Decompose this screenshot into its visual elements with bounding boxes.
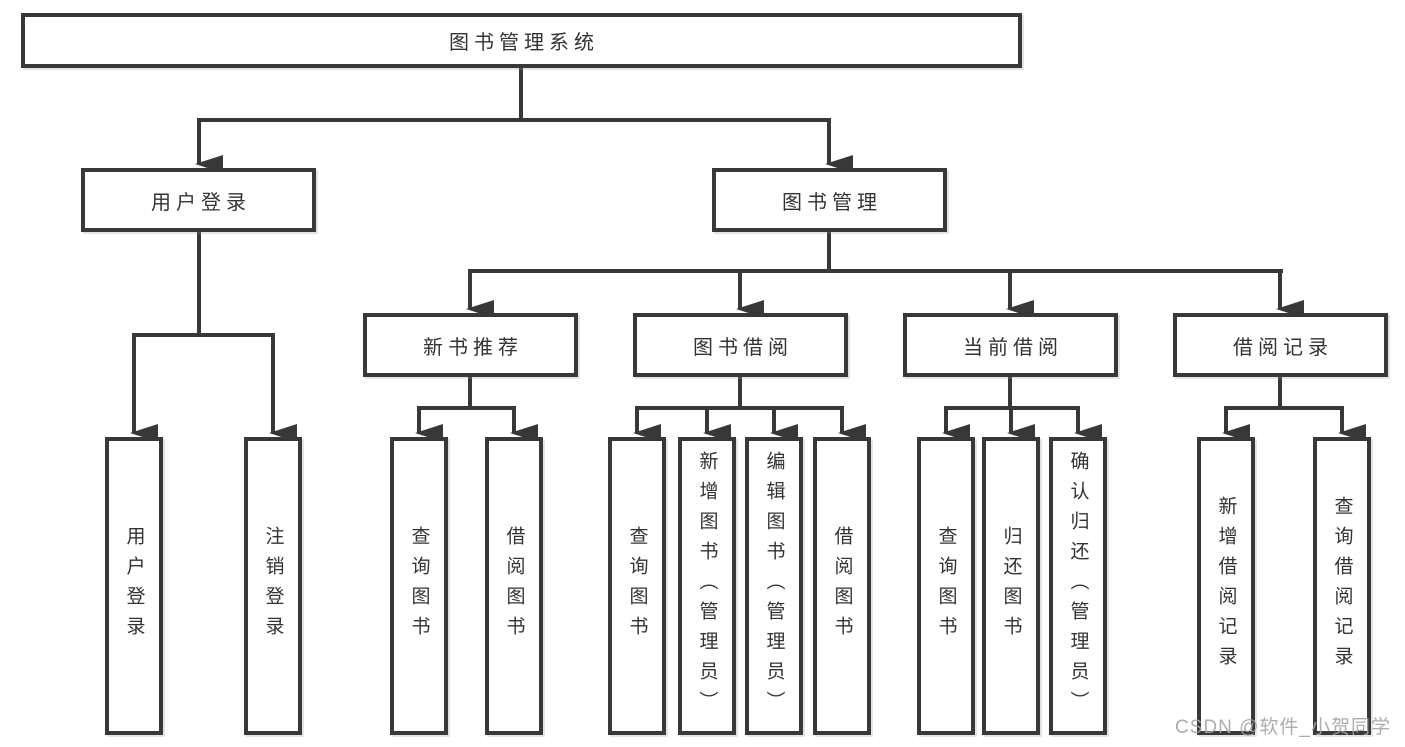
node-label: 用户登录	[151, 191, 251, 214]
node-label: 图书管理系统	[449, 32, 599, 54]
node-label: 新增借阅记录	[1215, 496, 1237, 676]
node-book-management: 图书管理	[712, 168, 947, 232]
node-label: 查询借阅记录	[1331, 496, 1353, 676]
node-label: 新书推荐	[423, 336, 523, 359]
leaf-query-books: 查询图书	[608, 437, 666, 735]
node-label: 新增图书（管理员）	[696, 451, 718, 721]
node-label: 图书管理	[782, 191, 882, 214]
node-label: 借阅图书	[831, 526, 853, 646]
node-new-book-recommend: 新书推荐	[363, 313, 578, 377]
node-label: 编辑图书（管理员）	[763, 451, 785, 721]
leaf-borrow-books: 借阅图书	[485, 437, 543, 735]
node-borrow-records: 借阅记录	[1173, 313, 1388, 377]
node-label: 当前借阅	[963, 336, 1063, 359]
node-label: 图书借阅	[693, 336, 793, 359]
leaf-query-borrow-record: 查询借阅记录	[1313, 437, 1371, 735]
node-label: 查询图书	[408, 526, 430, 646]
node-label: 借阅图书	[503, 526, 525, 646]
node-label: 借阅记录	[1233, 336, 1333, 359]
leaf-query-books: 查询图书	[390, 437, 448, 735]
node-label: 确认归还（管理员）	[1067, 451, 1089, 721]
leaf-confirm-return-admin: 确认归还（管理员）	[1049, 437, 1107, 735]
node-label: 查询图书	[935, 526, 957, 646]
leaf-add-books-admin: 新增图书（管理员）	[678, 437, 736, 735]
leaf-add-borrow-record: 新增借阅记录	[1197, 437, 1255, 735]
leaf-edit-books-admin: 编辑图书（管理员）	[745, 437, 803, 735]
leaf-logout: 注销登录	[244, 437, 302, 735]
leaf-return-books: 归还图书	[982, 437, 1040, 735]
node-label: 查询图书	[626, 526, 648, 646]
csdn-watermark: CSDN @软件_小贺同学	[1175, 717, 1391, 738]
node-label: 用户登录	[123, 526, 145, 646]
leaf-query-books: 查询图书	[917, 437, 975, 735]
node-label: 注销登录	[262, 526, 284, 646]
node-library-management-system: 图书管理系统	[21, 13, 1022, 68]
node-label: 归还图书	[1000, 526, 1022, 646]
node-current-borrow: 当前借阅	[903, 313, 1118, 377]
node-user-login: 用户登录	[81, 168, 316, 232]
leaf-user-login: 用户登录	[105, 437, 163, 735]
leaf-borrow-books: 借阅图书	[813, 437, 871, 735]
node-book-borrow: 图书借阅	[633, 313, 848, 377]
